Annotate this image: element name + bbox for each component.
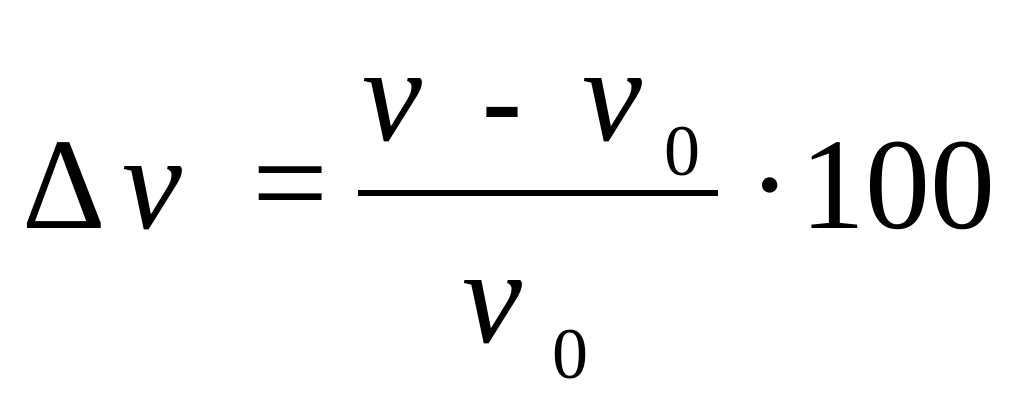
denominator-subscript-zero: 0 bbox=[552, 314, 588, 394]
numerator-nu: ν bbox=[362, 21, 422, 170]
nu-symbol: ν bbox=[122, 109, 182, 258]
denominator-nu0: ν bbox=[462, 223, 522, 372]
fraction-bar bbox=[358, 190, 718, 196]
numerator-minus: - bbox=[482, 33, 522, 166]
equals-sign: = bbox=[252, 109, 328, 258]
delta-symbol: Δ bbox=[22, 113, 106, 257]
numerator-subscript-zero: 0 bbox=[664, 111, 700, 191]
factor-100: 100 bbox=[800, 113, 995, 257]
numerator-nu0: ν bbox=[582, 21, 642, 170]
multiply-dot: · bbox=[748, 113, 791, 257]
